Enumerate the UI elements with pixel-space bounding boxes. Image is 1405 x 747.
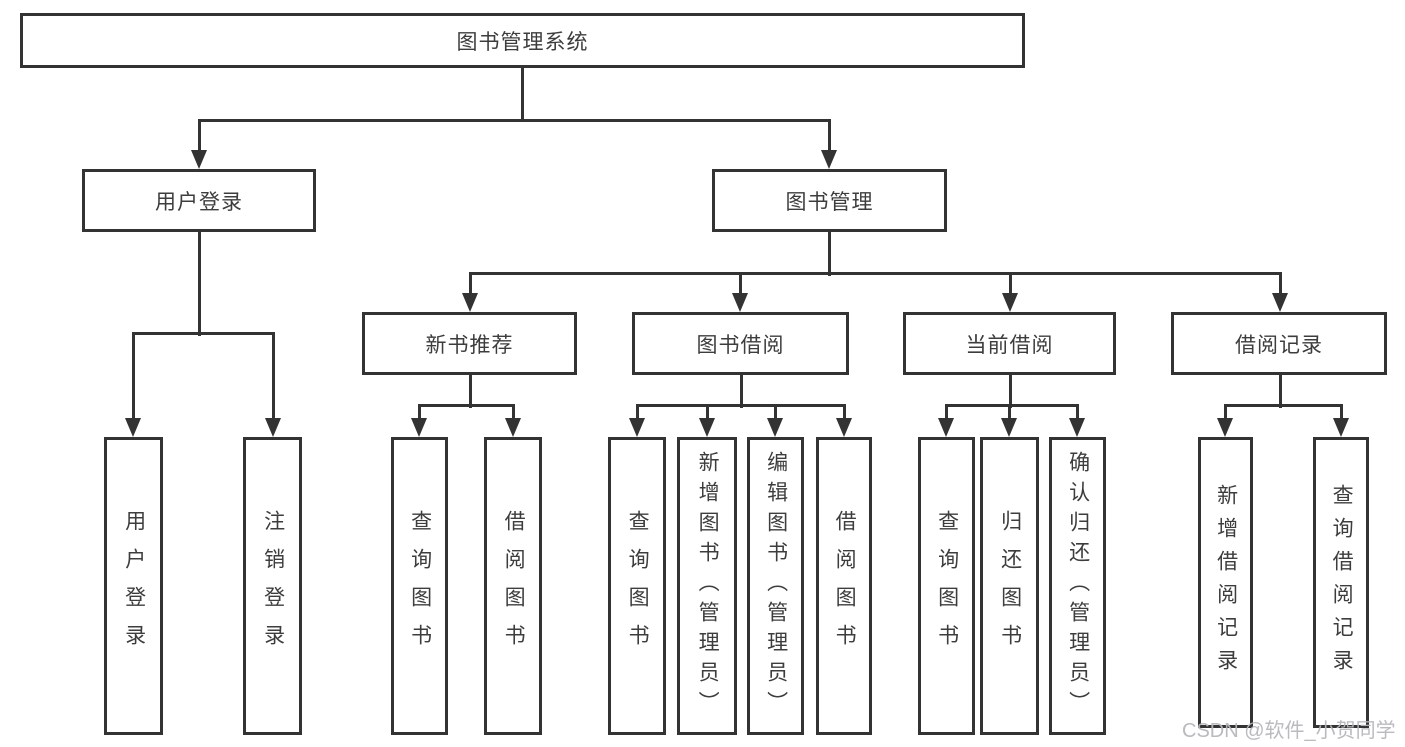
- arrowhead-down-icon: [767, 418, 783, 437]
- node-label: 新书推荐: [425, 333, 514, 357]
- node-label: 新增借阅记录: [1214, 483, 1238, 682]
- arrowhead-down-icon: [1069, 418, 1085, 437]
- connector-line: [945, 405, 948, 422]
- connector-line: [636, 404, 846, 407]
- connector-line: [636, 405, 639, 422]
- arrowhead-down-icon: [1272, 293, 1288, 312]
- connector-line: [1279, 375, 1282, 408]
- connector-line: [272, 333, 275, 421]
- node-book-borrowing: 图书借阅: [632, 312, 849, 375]
- arrowhead-down-icon: [125, 418, 141, 437]
- arrowhead-down-icon: [265, 418, 281, 437]
- csdn-watermark: CSDN @软件_小贺同学: [1182, 720, 1396, 742]
- leaf-query-books-current: 查询图书: [918, 437, 975, 735]
- connector-line: [469, 272, 1282, 275]
- leaf-borrow-books: 借阅图书: [816, 437, 872, 735]
- node-label: 借阅记录: [1235, 333, 1323, 357]
- connector-line: [418, 404, 515, 407]
- arrowhead-down-icon: [821, 150, 837, 169]
- node-label: 确认归还（管理员）: [1066, 451, 1090, 721]
- connector-line: [828, 120, 831, 153]
- connector-line: [198, 232, 201, 336]
- connector-line: [945, 404, 1079, 407]
- arrowhead-down-icon: [462, 293, 478, 312]
- arrowhead-down-icon: [1002, 293, 1018, 312]
- node-label: 当前借阅: [965, 333, 1054, 357]
- node-label: 查询借阅记录: [1330, 483, 1354, 682]
- node-book-management: 图书管理: [712, 169, 947, 232]
- node-label: 查询图书: [935, 510, 959, 662]
- connector-line: [198, 119, 831, 122]
- connector-line: [739, 273, 742, 297]
- node-label: 用户登录: [122, 510, 146, 662]
- node-label: 图书管理系统: [456, 30, 589, 54]
- node-label: 图书管理: [785, 190, 874, 214]
- connector-line: [1009, 273, 1012, 297]
- node-label: 注销登录: [261, 510, 285, 662]
- connector-line: [843, 405, 846, 422]
- leaf-query-books-borrowing: 查询图书: [608, 437, 666, 735]
- arrowhead-down-icon: [411, 418, 427, 437]
- connector-line: [1224, 405, 1227, 422]
- connector-line: [828, 232, 831, 276]
- connector-line: [1224, 404, 1343, 407]
- arrowhead-down-icon: [1001, 418, 1017, 437]
- connector-line: [706, 405, 709, 422]
- connector-line: [1340, 405, 1343, 422]
- node-label: 查询图书: [626, 510, 650, 662]
- connector-line: [418, 405, 421, 422]
- connector-line: [132, 333, 135, 421]
- node-label: 归还图书: [998, 510, 1022, 662]
- arrowhead-down-icon: [836, 418, 852, 437]
- arrowhead-down-icon: [629, 418, 645, 437]
- node-user-login: 用户登录: [82, 169, 316, 232]
- connector-line: [469, 375, 472, 408]
- arrowhead-down-icon: [1217, 418, 1233, 437]
- connector-line: [512, 405, 515, 422]
- connector-line: [774, 405, 777, 422]
- arrowhead-down-icon: [191, 150, 207, 169]
- connector-line: [1279, 273, 1282, 297]
- node-label: 图书借阅: [696, 333, 785, 357]
- connector-line: [1008, 405, 1011, 422]
- connector-line: [198, 120, 201, 153]
- node-label: 查询图书: [408, 510, 432, 662]
- connector-line: [469, 273, 472, 297]
- connector-line: [1076, 405, 1079, 422]
- connector-line: [1009, 375, 1012, 408]
- arrowhead-down-icon: [732, 293, 748, 312]
- leaf-logout: 注销登录: [243, 437, 302, 735]
- leaf-confirm-return-admin: 确认归还（管理员）: [1049, 437, 1106, 735]
- node-library-management-system: 图书管理系统: [20, 13, 1025, 68]
- node-current-borrowing: 当前借阅: [903, 312, 1116, 375]
- node-label: 借阅图书: [502, 510, 526, 662]
- leaf-edit-book-admin: 编辑图书（管理员）: [747, 437, 804, 735]
- arrowhead-down-icon: [699, 418, 715, 437]
- leaf-add-borrow-record: 新增借阅记录: [1198, 437, 1253, 728]
- arrowhead-down-icon: [505, 418, 521, 437]
- leaf-borrow-books-recommend: 借阅图书: [484, 437, 542, 735]
- arrowhead-down-icon: [1333, 418, 1349, 437]
- leaf-query-books-recommend: 查询图书: [391, 437, 448, 735]
- node-label: 新增图书（管理员）: [696, 451, 720, 721]
- node-label: 用户登录: [155, 190, 243, 214]
- leaf-add-book-admin: 新增图书（管理员）: [677, 437, 737, 735]
- node-new-book-recommendation: 新书推荐: [362, 312, 577, 375]
- connector-line: [740, 375, 743, 408]
- arrowhead-down-icon: [938, 418, 954, 437]
- leaf-return-book: 归还图书: [980, 437, 1039, 735]
- leaf-query-borrow-record: 查询借阅记录: [1313, 437, 1369, 728]
- node-label: 借阅图书: [833, 510, 857, 662]
- connector-line: [521, 68, 524, 122]
- node-borrowing-records: 借阅记录: [1171, 312, 1387, 375]
- leaf-user-login: 用户登录: [104, 437, 163, 735]
- connector-line: [132, 332, 275, 335]
- node-label: 编辑图书（管理员）: [764, 451, 788, 721]
